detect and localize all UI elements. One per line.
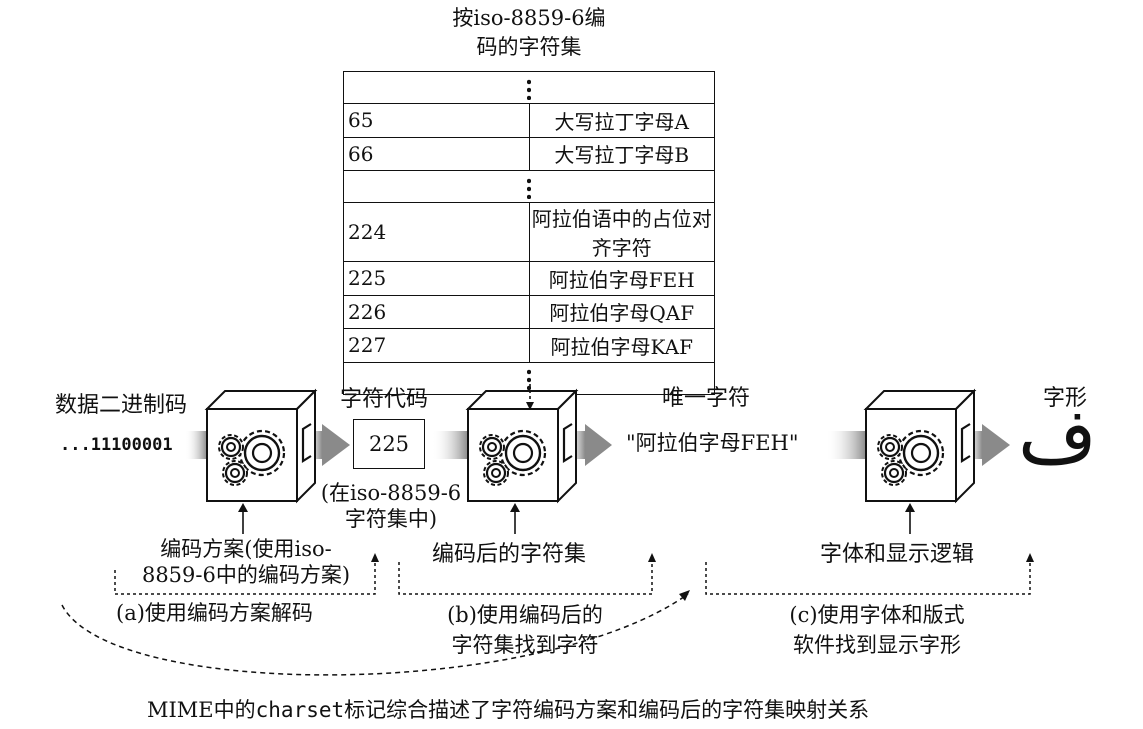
input-arrow xyxy=(238,503,248,534)
char-code-value: 225 xyxy=(368,432,410,456)
char-code-note: (在iso-8859-6 字符集中) xyxy=(296,480,486,533)
table-cell-code: 227 xyxy=(343,328,530,363)
render-gear-box-icon xyxy=(866,391,974,501)
char-code-label: 字符代码 xyxy=(340,387,429,412)
vertical-ellipsis-icon xyxy=(527,368,531,391)
step-b-line1: (b)使用编码后的 xyxy=(447,603,603,627)
caption-part1: MIME中的 xyxy=(147,698,256,722)
vertical-ellipsis-icon xyxy=(527,176,531,199)
table-cell-code: 226 xyxy=(343,294,530,329)
table-cell-name: 大写拉丁字母A xyxy=(528,103,715,138)
charset-table-title-line2: 码的字符集 xyxy=(476,35,582,60)
glyph-label: 字形 xyxy=(1043,386,1088,411)
charset-table-title-line1: 按iso-8859-6编 xyxy=(452,6,606,30)
vertical-ellipsis-icon xyxy=(527,77,531,100)
combined-mapping-curve xyxy=(61,590,690,676)
flow-arrow xyxy=(432,431,468,459)
table-cell-code: 225 xyxy=(343,261,530,296)
step-c-label: (c)使用字体和版式 软件找到显示字形 xyxy=(742,600,1012,661)
step-b-bracket xyxy=(398,553,656,595)
char-code-note-line1: (在iso-8859-6 xyxy=(320,481,462,505)
step-c-bracket xyxy=(705,553,1034,595)
flow-arrow xyxy=(185,431,207,459)
unique-char-value: "阿拉伯字母FEH" xyxy=(626,431,799,455)
arabic-feh-glyph: ف xyxy=(1018,391,1097,480)
table-row: 224 阿拉伯语中的占位对齐字符 xyxy=(343,202,715,262)
encoding-scheme-label: 编码方案(使用iso- 8859-6中的编码方案) xyxy=(115,536,377,589)
step-c-line1: (c)使用字体和版式 xyxy=(789,603,965,627)
caption-part3: 标记综合描述了字符编码方案和编码后的字符集映射关系 xyxy=(344,698,870,722)
encoding-scheme-line2: 8859-6中的编码方案) xyxy=(141,563,351,588)
encoding-scheme-line1: 编码方案(使用iso- xyxy=(160,537,332,561)
binary-data-label: 数据二进制码 xyxy=(55,393,188,418)
table-cell-name: 阿拉伯字母KAF xyxy=(528,328,715,363)
step-b-line2: 字符集找到字符 xyxy=(451,633,599,658)
step-a-label: (a)使用编码方案解码 xyxy=(116,601,313,625)
flow-arrow xyxy=(826,431,866,459)
caption-charset-keyword: charset xyxy=(255,698,345,722)
input-arrow xyxy=(905,503,915,534)
table-row-ellipsis xyxy=(343,71,715,104)
font-display-logic-label: 字体和显示逻辑 xyxy=(820,542,975,567)
binary-value: ...11100001 xyxy=(60,435,173,455)
figure-caption: MIME中的charset标记综合描述了字符编码方案和编码后的字符集映射关系 xyxy=(147,697,869,723)
table-cell-name: 阿拉伯语中的占位对齐字符 xyxy=(528,202,715,262)
step-c-line2: 软件找到显示字形 xyxy=(793,633,961,658)
table-row: 225 阿拉伯字母FEH xyxy=(343,261,715,296)
charset-table-title: 按iso-8859-6编 码的字符集 xyxy=(343,4,715,63)
table-cell-name: 阿拉伯字母FEH xyxy=(528,261,715,296)
input-arrow xyxy=(510,503,520,534)
unique-char-label: 唯一字符 xyxy=(662,386,751,411)
table-row: 226 阿拉伯字母QAF xyxy=(343,294,715,329)
char-code-box: 225 xyxy=(353,419,425,469)
table-row: 227 阿拉伯字母KAF xyxy=(343,328,715,363)
step-a-bracket xyxy=(114,553,379,595)
char-code-note-line2: 字符集中) xyxy=(344,507,438,532)
table-cell-name: 阿拉伯字母QAF xyxy=(528,294,715,329)
table-row-ellipsis xyxy=(343,361,715,395)
charset-table: 65 大写拉丁字母A 66 大写拉丁字母B 224 阿拉伯语中的占位对齐字符 2… xyxy=(343,71,715,395)
encoded-charset-label: 编码后的字符集 xyxy=(432,542,587,567)
table-row: 65 大写拉丁字母A xyxy=(343,103,715,138)
table-cell-code: 224 xyxy=(343,202,530,262)
step-b-label: (b)使用编码后的 字符集找到字符 xyxy=(405,600,645,661)
